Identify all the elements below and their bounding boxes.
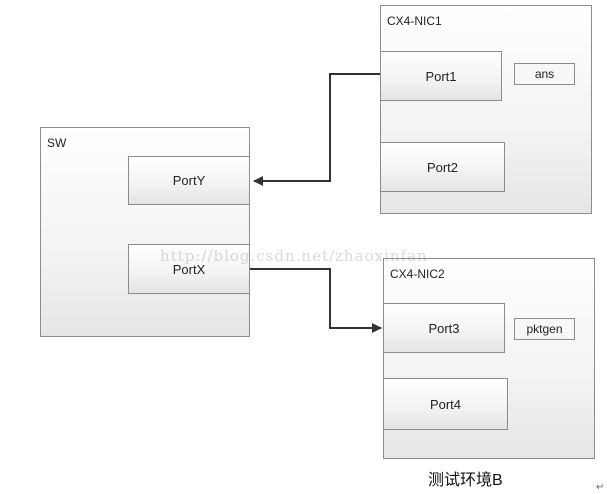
nic2-pktgen-tag: pktgen	[514, 318, 575, 340]
watermark-text: http://blog.csdn.net/zhaoxinfan	[160, 247, 428, 265]
nic2-title: CX4-NIC2	[390, 267, 445, 281]
sw-title: SW	[47, 136, 67, 150]
sw-portx: PortX	[128, 244, 250, 294]
portx-to-port3-arrow	[250, 268, 382, 333]
port1-to-porty-arrow	[253, 73, 380, 186]
paragraph-mark: ↵	[596, 482, 605, 493]
nic2-port4: Port4	[383, 378, 508, 430]
sw-porty: PortY	[128, 156, 250, 205]
nic1-port1: Port1	[380, 51, 502, 101]
nic1-port2: Port2	[380, 142, 505, 192]
nic1-ans-tag: ans	[514, 63, 575, 85]
diagram-caption: 测试环境B	[428, 472, 503, 489]
nic2-port3: Port3	[383, 303, 505, 353]
nic1-title: CX4-NIC1	[387, 14, 442, 28]
